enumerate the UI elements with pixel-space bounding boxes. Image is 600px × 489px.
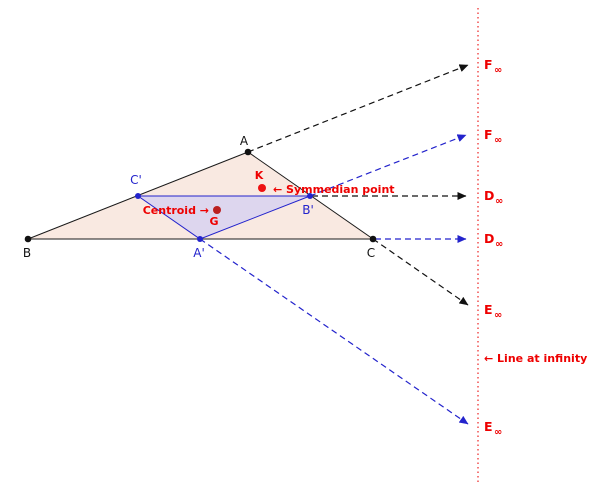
e-infinity-upper-label: E ∞ (484, 302, 502, 321)
ray-line-ac-to-e-infinity (372, 238, 469, 306)
ray-line-c1a1-to-e-infinity (199, 238, 469, 425)
ray-line-a1b1-to-f-infinity (309, 134, 467, 197)
d-infinity-upper-label: D ∞ (484, 188, 503, 207)
symmedian-point-dot (258, 184, 266, 192)
f-infinity-upper-sub: ∞ (494, 65, 502, 76)
symmedian-point-annotation: ← Symmedian point (273, 183, 395, 196)
f-infinity-lower-sub: ∞ (494, 135, 502, 146)
label-g: G (209, 215, 218, 228)
d-infinity-lower-letter: D (484, 231, 494, 246)
d-infinity-upper-letter: D (484, 188, 494, 203)
e-infinity-lower-letter: E (484, 419, 493, 434)
label-b-prime: B' (302, 203, 314, 217)
f-infinity-lower-label: F ∞ (484, 127, 502, 146)
point-a (244, 148, 252, 156)
e-infinity-lower-sub: ∞ (494, 427, 502, 438)
label-c-prime: C' (130, 173, 142, 187)
label-k: K (255, 169, 264, 182)
f-infinity-lower-letter: F (484, 127, 493, 142)
line-at-infinity-annotation: ← Line at infinity (484, 352, 587, 365)
point-c (369, 235, 377, 243)
point-b-prime (307, 193, 313, 199)
point-a-prime (197, 236, 203, 242)
point-c-prime (135, 193, 141, 199)
label-a: A (240, 134, 249, 148)
label-a-prime: A' (193, 246, 205, 260)
e-infinity-upper-sub: ∞ (494, 310, 502, 321)
d-infinity-lower-label: D ∞ (484, 231, 503, 250)
f-infinity-upper-label: F ∞ (484, 57, 502, 76)
label-b: B (23, 246, 31, 260)
centroid-annotation: Centroid → (143, 204, 209, 217)
e-infinity-lower-label: E ∞ (484, 419, 502, 438)
d-infinity-lower-sub: ∞ (495, 239, 503, 250)
ray-line-ab-to-f-infinity (247, 64, 469, 153)
label-c: C (367, 246, 375, 260)
e-infinity-upper-letter: E (484, 302, 493, 317)
centroid-dot (213, 206, 221, 214)
d-infinity-upper-sub: ∞ (495, 196, 503, 207)
point-b (24, 235, 32, 243)
f-infinity-upper-letter: F (484, 57, 493, 72)
medial-triangle (136, 195, 311, 240)
